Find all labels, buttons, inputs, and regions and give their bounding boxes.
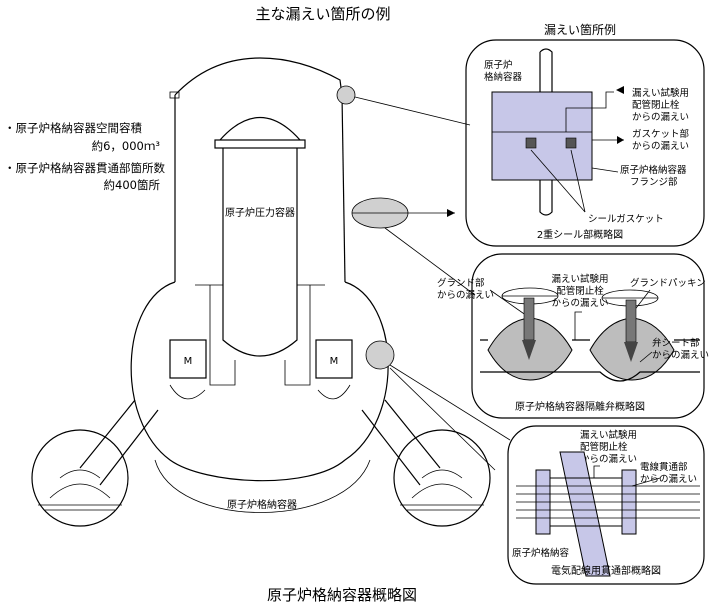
panel1-test-plug-3: からの漏えい <box>632 111 689 123</box>
panel2-seat-1: 弁シート部 <box>652 337 700 349</box>
pcv-label: 原子炉格納容器 <box>227 498 297 511</box>
note-volume-label: ・原子炉格納容器空間容積 <box>4 121 142 135</box>
panel3-pcv-label: 原子炉格納容 <box>512 547 570 559</box>
diagram-title: 主な漏えい箇所の例 <box>255 5 390 23</box>
marker-electrical-penetration <box>365 340 511 471</box>
panel1-caption: 2重シール部概略図 <box>537 228 623 241</box>
containment-vessel <box>130 57 389 513</box>
motor-left: M <box>169 339 207 400</box>
panel1-flange-1: 原子炉格納容器 <box>620 164 687 176</box>
panel3-test-plug-3: からの漏えい <box>580 453 637 465</box>
note-volume-value: 約6，000ｍ³ <box>92 139 161 153</box>
panel1-gasket-1: ガスケット部 <box>632 128 689 140</box>
panel1-flange-2: フランジ部 <box>630 176 678 188</box>
panel1-pcv-label-1: 原子炉 <box>484 59 513 71</box>
motor-right: M <box>315 339 353 400</box>
motor-left-label: M <box>184 356 193 367</box>
suppression-torus-right <box>393 429 491 527</box>
suppression-torus-left <box>31 429 129 527</box>
marker-isolation-valve <box>351 197 476 296</box>
panel2-test-plug-1: 漏えい試験用 <box>551 273 608 285</box>
panel1-gasket-2: からの漏えい <box>632 140 689 152</box>
bottom-caption: 原子炉格納容器概略図 <box>267 586 417 604</box>
panel2-test-plug-3: からの漏えい <box>551 297 608 309</box>
marker-flange <box>336 85 471 126</box>
panel-electrical-penetration: 漏えい試験用 配管閉止栓 からの漏えい 電線貫通部 からの漏えい 原子炉格納容 … <box>507 425 705 585</box>
panel1-pcv-label-2: 格納容器 <box>484 71 523 83</box>
panel1-test-plug-2: 配管閉止栓 <box>632 99 680 111</box>
motor-right-label: M <box>330 356 339 367</box>
reactor-pressure-vessel: 原子炉圧力容器 <box>195 117 325 386</box>
panel1-title: 漏えい箇所例 <box>544 23 616 37</box>
panel-isolation-valve: グランド部 からの漏えい 漏えい試験用 配管閉止栓 からの漏えい グランドパッキ… <box>437 253 709 419</box>
panel3-cable-1: 電線貫通部 <box>640 461 688 473</box>
panel3-cable-2: からの漏えい <box>640 473 697 485</box>
panel2-seat-2: からの漏えい <box>652 349 709 361</box>
panel2-test-plug-2: 配管閉止栓 <box>556 285 604 297</box>
panel1-seal-gasket: シールガスケット <box>588 214 664 225</box>
rpv-label: 原子炉圧力容器 <box>225 206 295 219</box>
panel-double-seal: 漏えい箇所例 原子炉 格納容器 漏えい試験用 配管閉止栓 からの漏えい ガスケッ… <box>465 23 705 247</box>
specs-notes: ・原子炉格納容器空間容積 約6，000ｍ³ ・原子炉格納容器貫通部箇所数 約40… <box>4 121 165 192</box>
panel3-test-plug-2: 配管閉止栓 <box>580 441 628 453</box>
panel2-gland-1: グランド部 <box>437 277 485 289</box>
panel1-test-plug-1: 漏えい試験用 <box>632 87 689 99</box>
panel3-test-plug-1: 漏えい試験用 <box>580 429 637 441</box>
panel2-caption: 原子炉格納容器隔離弁概略図 <box>515 400 645 413</box>
panel2-gland-packing: グランドパッキン <box>630 277 706 289</box>
panel2-gland-2: からの漏えい <box>437 289 494 301</box>
panel3-caption: 電気配線用貫通部概略図 <box>551 564 661 577</box>
note-penetrations-label: ・原子炉格納容器貫通部箇所数 <box>4 161 165 175</box>
note-penetrations-value: 約400箇所 <box>104 178 161 192</box>
